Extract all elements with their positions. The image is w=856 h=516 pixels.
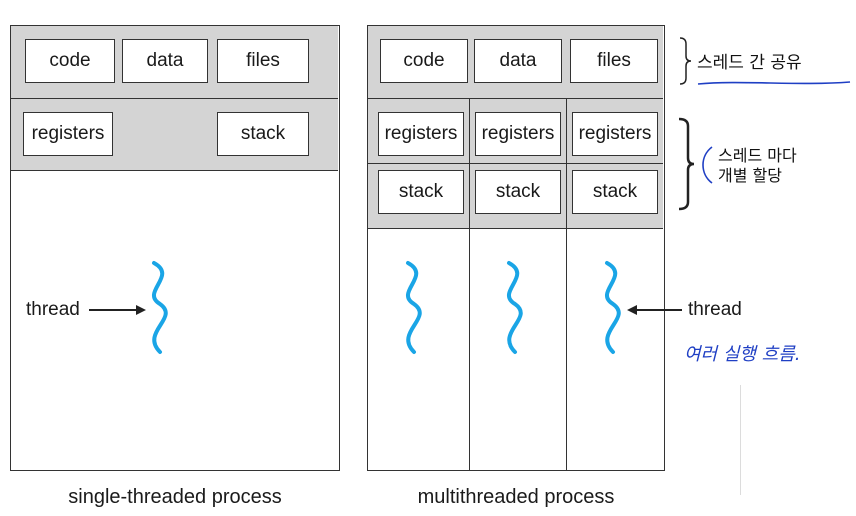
multithreaded-process: code data files registers registers regi… <box>367 25 665 471</box>
single-code-box: code <box>25 39 115 83</box>
shared-note: 스레드 간 공유 <box>697 53 802 73</box>
single-registers-box: registers <box>23 112 113 156</box>
multi-stack-box-2: stack <box>475 170 561 214</box>
single-threaded-process: code data files registers stack <box>10 25 340 471</box>
multi-registers-box-3: registers <box>572 112 658 156</box>
multi-thread-section: registers registers registers stack stac… <box>368 99 663 229</box>
multi-stack-box-1: stack <box>378 170 464 214</box>
handwritten-note: 여러 실행 흐름. <box>684 344 801 365</box>
single-stack-box: stack <box>217 112 309 156</box>
single-shared-section: code data files <box>11 26 338 99</box>
handwritten-paren <box>702 146 713 184</box>
single-thread-label: thread <box>26 299 80 320</box>
multi-thread-label: thread <box>688 299 742 320</box>
multi-registers-box-2: registers <box>475 112 561 156</box>
single-caption: single-threaded process <box>68 486 282 508</box>
multi-files-box: files <box>570 39 658 83</box>
multi-thread-divider-1 <box>469 99 470 470</box>
single-data-box: data <box>122 39 208 83</box>
multi-shared-section: code data files <box>368 26 663 99</box>
scan-edge-line <box>740 385 741 495</box>
multi-caption: multithreaded process <box>417 486 615 508</box>
multi-registers-box-1: registers <box>378 112 464 156</box>
multi-stack-box-3: stack <box>572 170 658 214</box>
per-thread-note-line2: 개별 할당 <box>718 166 782 185</box>
multi-thread-row-divider <box>368 163 663 164</box>
multi-thread-squiggle-2 <box>507 261 523 354</box>
multi-data-box: data <box>474 39 562 83</box>
multi-thread-squiggle-3 <box>605 261 621 354</box>
multi-thread-divider-2 <box>566 99 567 470</box>
single-thread-section: registers stack <box>11 99 338 171</box>
multi-code-box: code <box>380 39 468 83</box>
multi-thread-squiggle-1 <box>406 261 422 354</box>
single-files-box: files <box>217 39 309 83</box>
per-thread-note-line1: 스레드 마다 <box>718 146 797 165</box>
